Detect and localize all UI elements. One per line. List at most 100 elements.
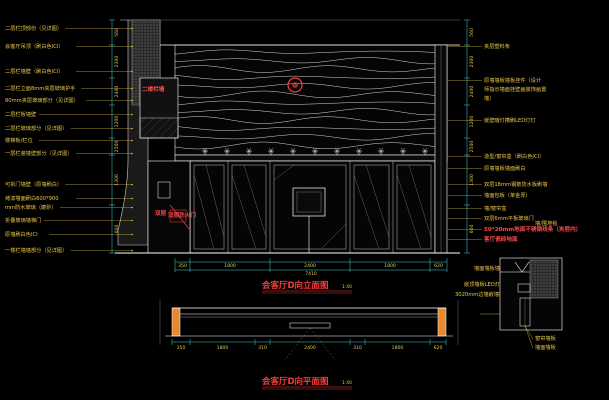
right-annotation-label: 客厅瓷砖地面 xyxy=(483,235,518,243)
left-annotation-label: 一层栏装墙壁部分（见详图） xyxy=(5,149,72,157)
vertical-dimension-value: 560 xyxy=(114,28,120,37)
vertical-dimension-value: 2300 xyxy=(114,56,120,68)
ceiling-light-icon xyxy=(422,147,428,155)
left-annotation-label: 二层栏板墙壁 xyxy=(5,110,36,118)
section-detail: 窗帘墙板 墙面墙板 xyxy=(480,257,563,351)
right-annotation-label: 50*20mm地面不锈钢线条（夹层内） xyxy=(484,225,581,233)
right-annotation-label: 墙面包板（单金厚） xyxy=(484,191,531,199)
ceiling-light-icon xyxy=(356,147,362,155)
wave-wall-panel xyxy=(174,44,448,156)
right-annotation-label: 造型/窗帘盒（刷白色ICI） xyxy=(484,152,544,160)
plan-dimension-value: 350 xyxy=(177,345,186,351)
left-annotation-label: mm防水玻璃（磨砂） xyxy=(5,203,57,211)
left-room: 双层 双层防火门 xyxy=(147,160,196,254)
balcony-label: 二楼栏墙 xyxy=(142,85,165,93)
elevation-title: 会客厅D向立面图 xyxy=(261,280,329,291)
right-annotation-label: 墙/窗帘盒 xyxy=(484,204,507,212)
door-label-2: 双层防火门 xyxy=(168,211,196,219)
tv-screen xyxy=(292,187,326,217)
right-annotation-label: 原墙墙板墙板挂件（设计 xyxy=(484,76,541,84)
right-annotation-label: 墙） xyxy=(484,94,494,102)
plan-dimension-value: 1800 xyxy=(217,345,229,351)
right-annotation-label: 夹层塑料条 xyxy=(484,42,510,50)
vertical-dimension-value: 2500 xyxy=(114,141,120,153)
vertical-dimension-value: 1300 xyxy=(114,174,120,186)
ceiling-light-icon xyxy=(334,147,340,155)
left-annotation-label: 烤漆墙面刷白600*900 xyxy=(5,194,59,202)
left-annotations: 二层栏顶部份（见详图） 会客厅吊顶（刷白色ICI） 二层栏墙壁（刷白色ICI） 二层栏… xyxy=(5,24,133,254)
elevation-total-dimension: 7410 xyxy=(305,271,317,277)
elevation-scale: 1:40 xyxy=(342,284,352,290)
detail-label-2: 墙面墙板 xyxy=(535,343,557,351)
plan-scale: 1:40 xyxy=(342,380,352,386)
right-annotation-label: 嵌顶墙板LED灯灯 xyxy=(464,280,505,288)
right-column xyxy=(434,44,448,254)
glass-door-wall xyxy=(189,160,436,254)
ceiling-light-icon xyxy=(378,147,384,155)
plan-view xyxy=(159,300,459,361)
vertical-dimension-value: 2300 xyxy=(469,56,475,68)
left-annotation-label: 折叠玻璃墙梯门 xyxy=(5,216,41,224)
elevation-dimension-value: 1800 xyxy=(224,263,236,269)
right-annotation-label: 嵌壁暗灯槽刷LED灯灯 xyxy=(484,116,536,124)
left-annotation-label: 二层栏玻璃部分（见详图） xyxy=(5,124,67,132)
left-annotation-label: 80mm夹层玻璃部分（见详图） xyxy=(5,96,79,104)
balcony-box: 二楼栏墙 xyxy=(139,77,179,139)
elevation-dimension-value: 620 xyxy=(434,263,443,269)
left-annotation-label: 一楼栏墙墙部分（见详图） xyxy=(5,246,67,254)
vertical-dimension-value: 1300 xyxy=(469,174,475,186)
left-annotation-label: 会客厅吊顶（刷白色ICI） xyxy=(5,42,64,50)
elevation-dimension-value: 2400 xyxy=(304,263,316,269)
vertical-dimension-value: 560 xyxy=(469,28,475,37)
ceiling-light-icon xyxy=(268,147,274,155)
ceiling-light-icon xyxy=(312,147,318,155)
ceiling-light-icon xyxy=(246,147,252,155)
plan-dimension-value: 310 xyxy=(258,345,267,351)
curtain-box xyxy=(174,154,448,162)
elevation-bottom-dimensions: 350 1800 2400 1800 620 7410 xyxy=(174,258,448,277)
elevation-dimension-value: 1800 xyxy=(384,263,396,269)
left-annotation-label: 二层栏立面8mm夹层玻璃护手 xyxy=(5,84,75,92)
ceiling-light-icon xyxy=(202,147,208,155)
right-annotation-label: 墙/围地毯 xyxy=(535,219,558,227)
left-annotation-label: 二层栏顶部份（见详图） xyxy=(5,24,62,32)
vertical-dimension-value: 1200 xyxy=(469,116,475,128)
detail-label-1: 窗帘墙板 xyxy=(535,334,557,342)
plan-dimension-value: 310 xyxy=(353,345,362,351)
plan-dimension-value: 620 xyxy=(434,345,443,351)
decor-circle-icon xyxy=(287,77,303,93)
decor-circle-dot xyxy=(292,82,298,88)
vertical-dimension-value: 2400 xyxy=(469,86,475,98)
door-label: 双层 xyxy=(155,209,167,217)
right-annotation-label: 原墙墙板墙面刷白 xyxy=(484,164,526,172)
left-vertical-dimension: 560 2300 2400 1200 2500 1300 600 xyxy=(109,19,120,254)
vertical-dimension-value: 1200 xyxy=(114,116,120,128)
left-annotation-label: 二层栏墙壁（刷白色ICI） xyxy=(5,67,64,75)
ceiling-light-icon xyxy=(400,147,406,155)
ceiling-light-row xyxy=(202,147,428,155)
ceiling-light-icon xyxy=(290,147,296,155)
plan-title-block: 会客厅D向平面图 1:40 xyxy=(261,376,352,390)
left-annotation-label: 楼梯板/栏位 xyxy=(5,136,33,144)
left-annotation-label: 可拆门墙壁（原墙刷白） xyxy=(5,180,62,188)
vertical-dimension-value: 600 xyxy=(469,225,475,234)
elevation-title-block: 会客厅D向立面图 1:40 xyxy=(261,280,352,294)
right-annotation-label: 双层18mm钢筋防水板刷墙 xyxy=(484,180,547,188)
vertical-dimension-value: 2500 xyxy=(469,141,475,153)
ceiling-light-icon xyxy=(224,147,230,155)
right-annotation-label: 师指示墙面挂壁画装饰画置 xyxy=(484,85,546,93)
right-annotation-label: 双层6mm平板玻璃门 xyxy=(484,214,534,222)
right-annotation-label: 墙面墙板墙面 xyxy=(474,264,505,272)
right-vertical-dimension: 560 2300 2400 1200 2500 1300 600 xyxy=(464,19,475,254)
plan-dimension-value: 1800 xyxy=(392,345,404,351)
left-annotation-label: 原墙刷白色ICI xyxy=(5,230,38,238)
vertical-dimension-value: 2400 xyxy=(114,86,120,98)
elevation-dimension-value: 350 xyxy=(178,263,187,269)
vertical-dimension-value: 600 xyxy=(114,225,120,234)
plan-bottom-dimensions: 350 1800 310 2400 310 1800 620 xyxy=(171,339,447,351)
plan-title: 会客厅D向平面图 xyxy=(261,376,329,387)
plan-dimension-value: 2400 xyxy=(304,345,316,351)
